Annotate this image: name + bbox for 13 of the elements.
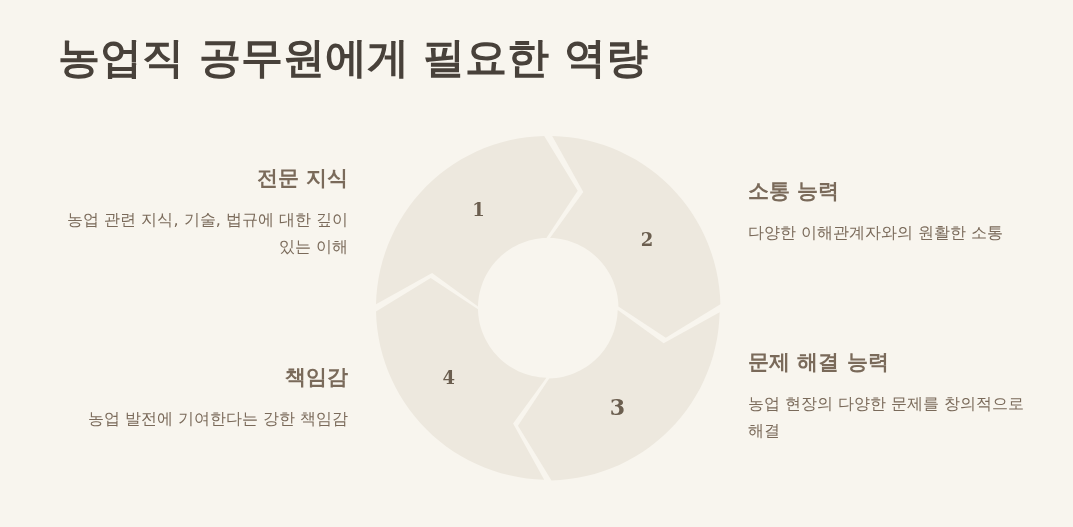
title: 농업직 공무원에게 필요한 역량 [58,32,648,84]
item-heading: 소통 능력 [748,178,841,205]
step-number: 4 [442,366,456,388]
item-description: 농업 관련 지식, 기술, 법규에 대한 깊이 있는 이해 [66,209,348,258]
item-heading: 문제 해결 능력 [748,349,890,376]
item-heading: 책임감 [284,364,348,391]
item-description: 농업 현장의 다양한 문제를 창의적으로 해결 [748,393,1026,442]
item-heading: 전문 지식 [255,165,348,192]
step-number: 1 [472,198,485,220]
step-number: 2 [640,228,654,250]
item-description: 다양한 이해관계자와의 원활한 소통 [748,222,1005,244]
item-description: 농업 발전에 기여한다는 강한 책임감 [86,408,348,430]
step-number: 3 [609,394,626,421]
